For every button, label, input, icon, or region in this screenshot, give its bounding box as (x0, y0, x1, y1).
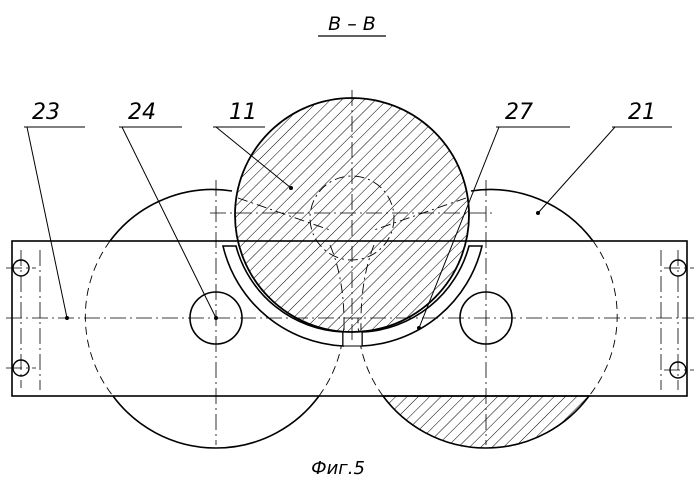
ref-label-11: 11 (229, 100, 257, 125)
ref-label-21: 21 (628, 100, 656, 125)
ref-label-23: 23 (32, 100, 60, 125)
leader-23: 23 (24, 100, 85, 320)
section-title: B – B (328, 13, 376, 35)
cradle-gap (343, 332, 362, 346)
ref-label-27: 27 (505, 100, 533, 125)
leader-21: 21 (536, 100, 672, 215)
figure-caption: Фиг.5 (311, 458, 365, 479)
ref-label-24: 24 (128, 100, 156, 125)
